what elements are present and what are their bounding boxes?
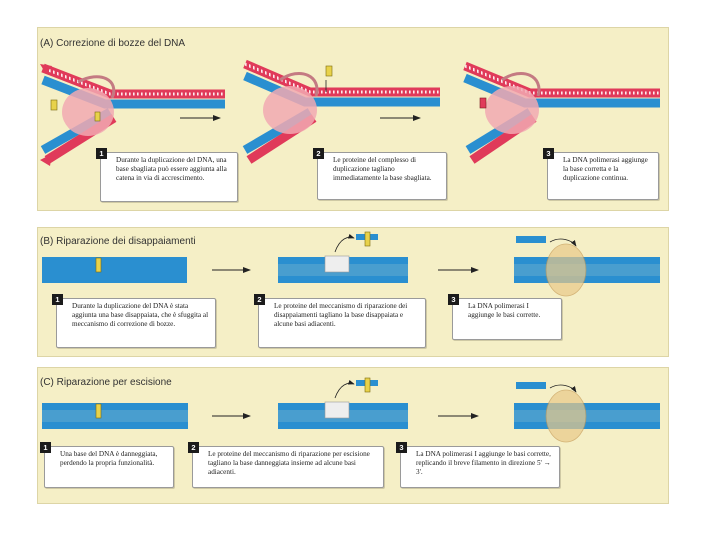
step-number: 3 (396, 442, 407, 453)
caption-text: Una base del DNA è danneggiata, perdendo… (60, 450, 158, 468)
caption-text: Le proteine del meccanismo di riparazion… (274, 302, 408, 329)
excised-base (325, 65, 333, 77)
step-number: 1 (52, 294, 63, 305)
caption-b3: 3 La DNA polimerasi I aggiunge le basi c… (448, 294, 562, 340)
caption-a3: 3 La DNA polimerasi aggiunge la base cor… (543, 148, 659, 200)
replication-fork-1 (40, 63, 225, 166)
caption-a2: 2 Le proteine del complesso di duplicazi… (313, 148, 447, 200)
polymerase-2 (263, 86, 317, 134)
correct-base (479, 97, 487, 109)
caption-text: La DNA polimerasi I aggiunge le basi cor… (468, 302, 541, 320)
damaged-base (95, 403, 102, 419)
caption-text: Le proteine del meccanismo di riparazion… (208, 450, 370, 477)
panel-title-excision-repair: (C) Riparazione per escisione (40, 377, 172, 388)
polymerase-3 (485, 86, 539, 134)
removed-fragment (364, 377, 371, 393)
mismatched-base (95, 257, 102, 273)
caption-text: Durante la duplicazione del DNA, una bas… (116, 156, 227, 183)
caption-c1: 1 Una base del DNA è danneggiata, perden… (40, 442, 174, 488)
dna-duplex-c3 (514, 382, 660, 443)
step-number: 2 (254, 294, 265, 305)
caption-c3: 3 La DNA polimerasi I aggiunge le basi c… (396, 442, 560, 488)
step-number: 2 (188, 442, 199, 453)
replication-fork-3 (463, 61, 660, 164)
removed-fragment (364, 231, 371, 247)
caption-b1: 1 Durante la duplicazione del DNA è stat… (52, 294, 216, 348)
dna-duplex-b2 (278, 231, 408, 283)
caption-text: La DNA polimerasi I aggiunge le basi cor… (416, 450, 551, 477)
step-number: 3 (448, 294, 459, 305)
caption-text: Durante la duplicazione del DNA è stata … (72, 302, 209, 329)
caption-text: La DNA polimerasi aggiunge la base corre… (563, 156, 648, 183)
wrong-base-1 (50, 99, 58, 111)
replication-fork-2 (242, 59, 440, 164)
panel-title-mismatch-repair: (B) Riparazione dei disappaiamenti (40, 236, 196, 247)
step-number: 3 (543, 148, 554, 159)
caption-b2: 2 Le proteine del meccanismo di riparazi… (254, 294, 426, 348)
dna-duplex-b1 (42, 257, 187, 283)
step-number: 2 (313, 148, 324, 159)
dna-duplex-c2 (278, 377, 408, 429)
dna-polymerase-i (545, 389, 587, 443)
panel-title-proofreading: (A) Correzione di bozze del DNA (40, 38, 186, 49)
polymerase-1 (62, 88, 114, 136)
excision-gap (324, 401, 350, 419)
step-number: 1 (40, 442, 51, 453)
dna-duplex-b3 (514, 236, 660, 297)
caption-a1: 1 Durante la duplicazione del DNA, una b… (96, 148, 238, 202)
caption-c2: 2 Le proteine del meccanismo di riparazi… (188, 442, 384, 488)
excision-gap (324, 255, 350, 273)
dna-polymerase-i (545, 243, 587, 297)
caption-text: Le proteine del complesso di duplicazion… (333, 156, 432, 183)
dna-duplex-c1 (42, 403, 188, 429)
step-number: 1 (96, 148, 107, 159)
